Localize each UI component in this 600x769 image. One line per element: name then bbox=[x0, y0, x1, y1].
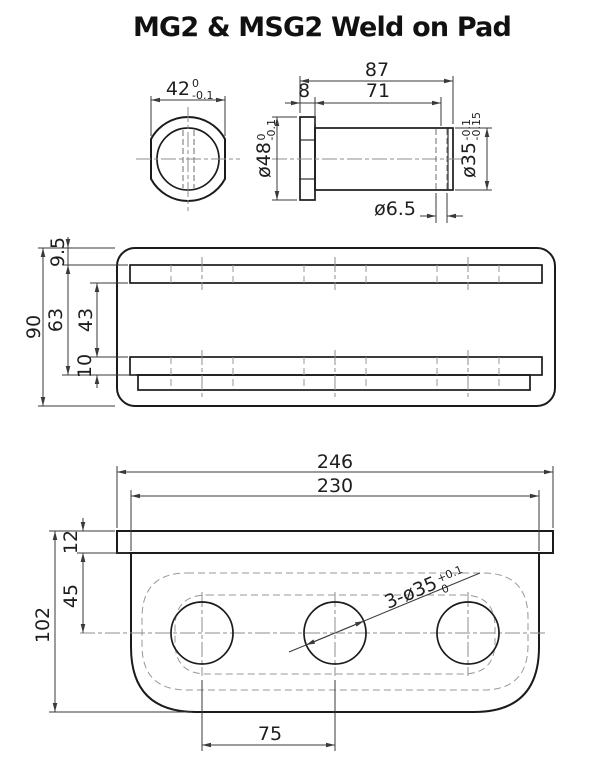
pad-side-centerlines bbox=[201, 257, 469, 397]
dim-hole-offset: 45 bbox=[60, 584, 82, 608]
dim-across-flats: 42 bbox=[166, 78, 190, 100]
dim-front-height: 102 bbox=[32, 607, 54, 643]
pin-side-view: 87 8 71 ø48 0 -0.1 bbox=[253, 59, 492, 223]
pin-end-centerlines bbox=[136, 107, 240, 211]
dim-slot-gap: 43 bbox=[75, 308, 97, 332]
pad-side-hidden-hole-edges bbox=[170, 265, 500, 390]
pin-side-dimensions: 87 8 71 ø48 0 -0.1 bbox=[253, 59, 492, 223]
pad-side-dimensions: 90 9.5 63 43 10 bbox=[23, 237, 136, 407]
dim-collar-dia-sup: 0 bbox=[255, 134, 268, 141]
dim-across-flats-sup: 0 bbox=[192, 77, 199, 90]
pad-side-view: 90 9.5 63 43 10 bbox=[23, 237, 556, 407]
dim-bottom-plate: 10 bbox=[74, 354, 96, 378]
pad-front-dimensions: 246 230 12 45 102 bbox=[32, 451, 554, 751]
pad-front-holes bbox=[170, 601, 500, 665]
dim-collar-dia-sub: -0.1 bbox=[265, 119, 278, 140]
drawing-title: MG2 & MSG2 Weld on Pad bbox=[132, 12, 512, 43]
dim-across-flats-sub: -0.1 bbox=[192, 89, 213, 102]
dim-holes-callout-sub: 0 bbox=[440, 582, 451, 597]
pad-side-outline bbox=[116, 247, 556, 407]
dim-shaft-dia-sub: -0.15 bbox=[470, 112, 483, 140]
dim-collar-dia: ø48 bbox=[253, 142, 275, 178]
dim-holes-callout-sup: +0.1 bbox=[435, 563, 465, 585]
dim-flange-thickness: 12 bbox=[60, 530, 82, 554]
pad-front-centerlines bbox=[80, 592, 545, 676]
pin-cross-hole-hidden bbox=[435, 129, 448, 189]
dim-overall-length: 87 bbox=[365, 59, 389, 81]
dim-hole-pitch: 75 bbox=[258, 723, 282, 745]
dim-pad-height: 90 bbox=[23, 315, 45, 339]
dim-shaft-length: 71 bbox=[366, 80, 390, 102]
dim-cross-hole-dia: ø6.5 bbox=[374, 198, 416, 220]
dim-collar-width: 8 bbox=[298, 80, 310, 102]
dim-body-width: 230 bbox=[317, 475, 353, 497]
pin-end-dimensions: 42 0 -0.1 bbox=[150, 77, 226, 136]
dim-shaft-dia: ø35 bbox=[458, 142, 480, 178]
dim-slot-span: 63 bbox=[45, 308, 67, 332]
dim-overall-width: 246 bbox=[317, 451, 353, 473]
pin-end-view: 42 0 -0.1 bbox=[136, 77, 240, 211]
pad-front-view: 246 230 12 45 102 bbox=[32, 451, 554, 751]
dim-holes-callout: 3-ø35 bbox=[381, 572, 440, 613]
dim-shaft-dia-sup: -0.1 bbox=[460, 119, 473, 140]
dim-top-offset: 9.5 bbox=[47, 237, 69, 267]
